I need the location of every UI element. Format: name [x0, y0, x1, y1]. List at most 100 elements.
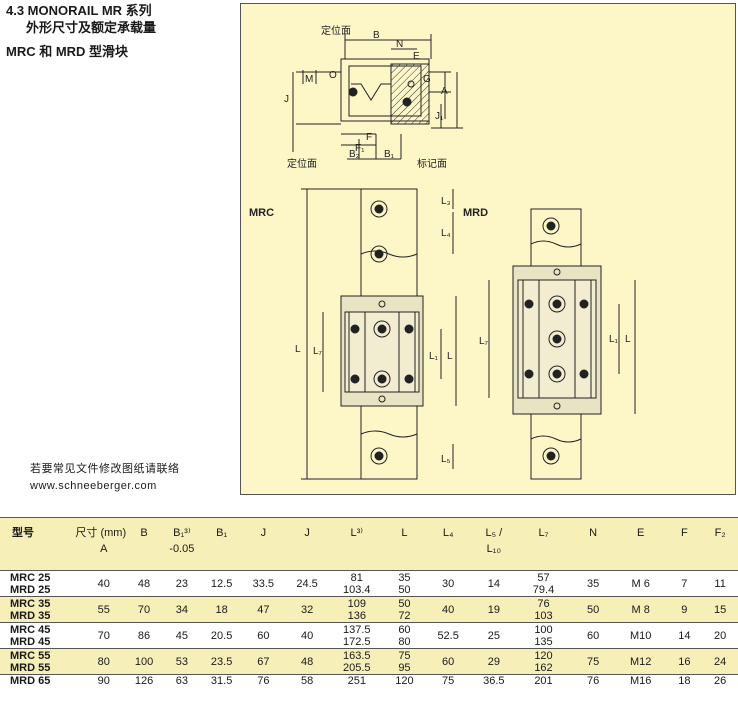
section-title: 4.3 MONORAIL MR 系列 [6, 3, 152, 18]
model-name: MRC 55 [10, 649, 51, 662]
header-line: B₁³⁾ [173, 527, 191, 539]
label-L1: L₁ [429, 351, 439, 362]
value-text: 23.5 [210, 655, 233, 668]
value-cell: 14 [472, 571, 516, 597]
value-cell: 45 [162, 623, 202, 649]
header-line: E [637, 527, 645, 539]
header-line: -0.05 [169, 543, 195, 555]
label-F: F [366, 132, 372, 143]
value-text: 163.5 [342, 649, 371, 662]
value-text: M16 [630, 675, 652, 687]
label-L-mrc: L [447, 351, 453, 362]
value-cell: 32 [285, 597, 329, 623]
value-cell: 52.5 [424, 623, 472, 649]
label-G: G [423, 74, 431, 85]
value-text: 15 [713, 603, 727, 616]
value-text: 35 [398, 571, 411, 584]
label-L-mrd: L [625, 334, 631, 345]
value-text: 70 [137, 603, 151, 616]
value-cell: 20.5 [202, 623, 242, 649]
value-cell: 33.5 [242, 571, 286, 597]
value-text: 60 [257, 629, 270, 642]
value-text: 126 [134, 675, 154, 687]
model-name: MRC 45 [10, 623, 51, 636]
value-cell: 30 [424, 571, 472, 597]
value-cell: 251 [329, 675, 385, 687]
value-cell: M10 [615, 623, 667, 649]
website-link[interactable]: www.schneeberger.com [30, 480, 157, 492]
section-header: 4.3 MONORAIL MR 系列 外形尺寸及额定承载量 MRC 和 MRD … [6, 2, 156, 60]
header-line: F₂ [714, 527, 726, 539]
model-name: MRD 65 [10, 675, 51, 687]
value-cell: 40 [424, 597, 472, 623]
value-cell: 31.5 [202, 675, 242, 687]
column-header: J [285, 518, 329, 571]
header-line: B₁ [216, 527, 228, 539]
label-ref-surface-top: 定位面 [321, 24, 351, 37]
label-E: E [413, 51, 420, 62]
value-text: 20 [713, 629, 727, 642]
value-text: 19 [487, 603, 500, 616]
value-cell: 70 [81, 623, 126, 649]
model-name: MRC 35 [10, 597, 51, 610]
value-cell: 48 [126, 571, 162, 597]
value-cell: 23.5 [202, 649, 242, 675]
value-cell: 11 [702, 571, 738, 597]
value-text: 251 [347, 675, 366, 687]
value-text: 103 [534, 609, 553, 622]
value-cell: 76 [571, 675, 615, 687]
download-note: 若要常见文件修改图纸请联络 www.schneeberger.com [30, 461, 180, 495]
value-text: 26 [713, 675, 727, 687]
value-cell: 100 [126, 649, 162, 675]
value-text: 72 [398, 609, 411, 622]
value-cell: 63 [162, 675, 202, 687]
value-text: 100 [134, 655, 154, 668]
column-header: L₅ /L₁₀ [472, 518, 516, 571]
column-header: L₄ [424, 518, 472, 571]
value-text: 120 [534, 649, 553, 662]
value-cell: 60 [571, 623, 615, 649]
value-cell: 60 [424, 649, 472, 675]
value-cell: 120 [385, 675, 425, 687]
column-header: N [571, 518, 615, 571]
value-text: 137.5 [342, 623, 371, 636]
value-cell: 60 [242, 623, 286, 649]
value-text: 9 [681, 603, 688, 616]
value-text: 24.5 [296, 577, 318, 590]
column-header: E [615, 518, 667, 571]
value-text: 63 [175, 675, 188, 687]
value-cell: 29 [472, 649, 516, 675]
value-text: 40 [442, 603, 455, 616]
value-cell: 16 [667, 649, 703, 675]
header-line: J [260, 527, 267, 539]
label-N: N [396, 39, 403, 50]
model-name: MRD 45 [10, 635, 51, 648]
value-cell: 24 [702, 649, 738, 675]
value-cell: 70 [126, 597, 162, 623]
value-cell: 18 [667, 675, 703, 687]
value-text: 57 [537, 571, 550, 584]
label-mrc: MRC [249, 207, 274, 219]
note-text: 若要常见文件修改图纸请联络 [30, 463, 180, 475]
value-text: M12 [630, 655, 652, 668]
value-cell: 86 [126, 623, 162, 649]
value-text: M 6 [631, 577, 650, 590]
value-text: 14 [487, 577, 500, 590]
label-L5: L₅ [441, 454, 451, 465]
value-text: 47 [257, 603, 270, 616]
value-cell: 20 [702, 623, 738, 649]
value-cell: 25 [472, 623, 516, 649]
label-B: B [373, 30, 380, 41]
header-line: L₄ [442, 527, 454, 539]
value-cell: M 8 [615, 597, 667, 623]
value-text: 76 [537, 597, 550, 610]
value-text: 18 [215, 603, 228, 616]
